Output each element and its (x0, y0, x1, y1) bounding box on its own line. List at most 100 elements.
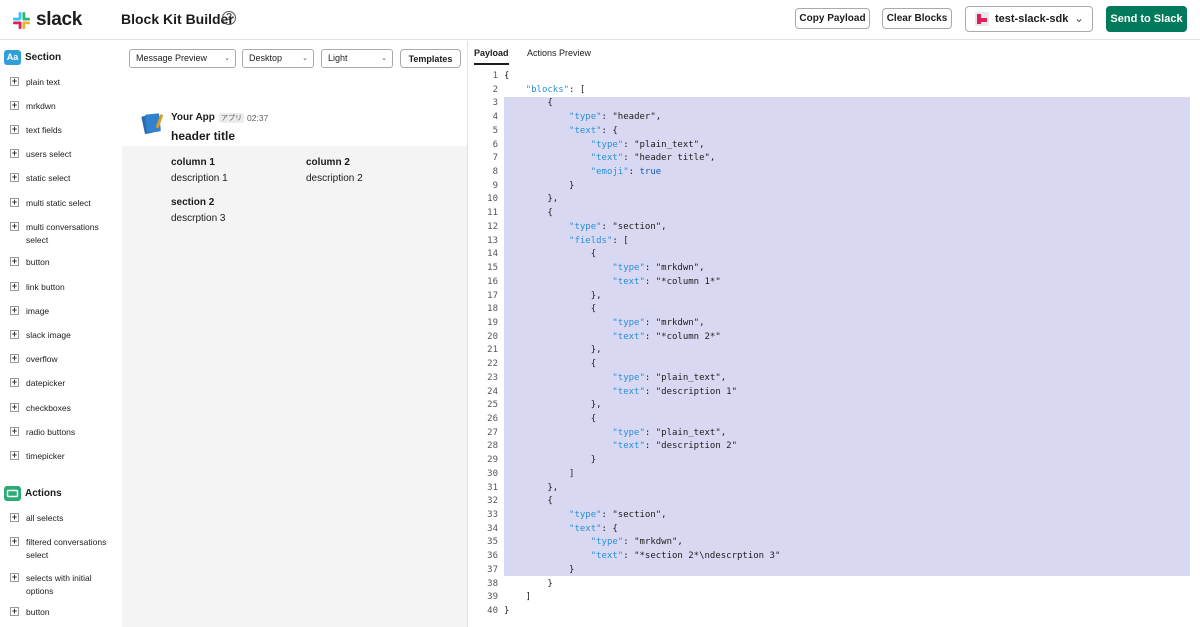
plus-icon[interactable]: + (10, 536, 19, 546)
code-line: "type": "section", (569, 221, 667, 232)
plus-icon[interactable]: + (10, 281, 19, 291)
line-number: 27 (487, 427, 498, 438)
preview-mode-select[interactable]: Message Preview ⌄ (129, 49, 236, 68)
code-line: "text": "*column 2*" (612, 331, 721, 342)
plus-icon[interactable]: + (10, 76, 19, 86)
line-number: 35 (487, 537, 498, 548)
code-line: "emoji": true (590, 167, 662, 178)
code-line: "type": "mrkdwn", (590, 537, 683, 548)
plus-icon[interactable]: + (10, 100, 19, 110)
device-select[interactable]: Desktop ⌄ (242, 49, 314, 68)
sidebar-item-label: multi conversations select (26, 222, 99, 245)
select-value: Desktop (249, 53, 283, 63)
code-line: "blocks": [ (525, 84, 586, 95)
code-line: } (504, 578, 553, 589)
plus-icon[interactable]: + (10, 512, 19, 522)
actions-icon (4, 486, 21, 501)
line-number: 34 (487, 523, 498, 534)
line-number: 22 (487, 359, 498, 370)
chevron-down-icon: ⌄ (224, 55, 230, 62)
plus-icon[interactable]: + (10, 426, 19, 436)
line-number: 17 (487, 290, 498, 301)
line-number: 5 (492, 125, 498, 136)
line-number: 2 (492, 84, 498, 95)
line-number: 33 (487, 510, 498, 521)
code-line: }, (504, 290, 602, 301)
logo-text: slack (36, 9, 83, 30)
templates-button[interactable]: Templates (400, 49, 461, 68)
theme-select[interactable]: Light ⌄ (321, 49, 393, 68)
sidebar-item-label: selects with initial options (26, 573, 92, 596)
code-line: "type": "plain_text", (590, 139, 705, 150)
payload-tabs: Payload Actions Preview (468, 41, 1200, 66)
line-number: 9 (492, 180, 498, 191)
plus-icon[interactable]: + (10, 172, 19, 182)
line-number: 28 (487, 441, 498, 452)
plus-icon[interactable]: + (10, 329, 19, 339)
code-line: "text": "description 1" (612, 386, 738, 397)
plus-icon[interactable]: + (10, 402, 19, 412)
tab-actions-preview[interactable]: Actions Preview (527, 48, 592, 58)
line-number: 29 (487, 455, 498, 466)
code-line: "text": { (569, 125, 618, 136)
code-line: "type": "plain_text", (612, 372, 727, 383)
plus-icon[interactable]: + (10, 450, 19, 460)
line-number: 37 (487, 564, 498, 575)
sidebar-item-label: timepicker (26, 451, 65, 461)
sidebar-item-label: link button (26, 282, 65, 292)
line-number: 24 (487, 386, 498, 397)
line-number: 14 (487, 249, 498, 260)
code-line: "type": "section", (569, 510, 667, 521)
question-circle-icon[interactable]: ? (222, 11, 236, 25)
workspace-select[interactable]: test-slack-sdk ⌄ (965, 6, 1093, 32)
code-line: "type": "mrkdwn", (612, 263, 705, 274)
plus-icon[interactable]: + (10, 256, 19, 266)
text-aa-icon: Aa (4, 50, 21, 65)
send-to-slack-button[interactable]: Send to Slack (1106, 6, 1187, 32)
app-avatar-icon (141, 113, 164, 135)
sidebar-item-label: radio buttons (26, 427, 76, 437)
line-number: 15 (487, 263, 498, 274)
slack-logo-icon (12, 11, 31, 29)
chevron-down-icon: ⌄ (381, 55, 387, 62)
line-number: 21 (487, 345, 498, 356)
line-number: 12 (487, 221, 498, 232)
category-label: Actions (25, 488, 62, 499)
code-line: } (504, 455, 597, 466)
code-line: } (504, 564, 575, 575)
plus-icon[interactable]: + (10, 305, 19, 315)
line-number: 19 (487, 317, 498, 328)
code-line: "text": "*column 1*" (612, 276, 721, 287)
plus-icon[interactable]: + (10, 377, 19, 387)
plus-icon[interactable]: + (10, 124, 19, 134)
message-time: 02:37 (247, 113, 269, 123)
code-line: { (504, 414, 597, 424)
chevron-down-icon: ⌄ (1073, 11, 1084, 25)
sidebar-item-label: multi static select (26, 198, 91, 208)
plus-icon[interactable]: + (10, 197, 19, 207)
section-2-desc: descrption 3 (171, 213, 226, 224)
line-number: 39 (487, 592, 498, 603)
line-number: 16 (487, 276, 498, 287)
tab-payload[interactable]: Payload (474, 48, 509, 65)
code-line: }, (504, 482, 559, 493)
code-line: ] (504, 468, 575, 479)
line-number: 13 (487, 235, 498, 246)
code-line: { (504, 496, 553, 507)
line-number: 31 (487, 482, 498, 493)
plus-icon[interactable]: + (10, 221, 19, 231)
selection-highlight (504, 97, 1190, 576)
plus-icon[interactable]: + (10, 353, 19, 363)
line-number: 25 (487, 400, 498, 411)
sidebar-item-label: static select (26, 173, 71, 183)
line-number: 38 (487, 578, 498, 589)
code-line: "text": "description 2" (612, 441, 738, 452)
slack-logo[interactable]: slack (12, 9, 82, 31)
code-line: } (504, 606, 510, 617)
plus-icon[interactable]: + (10, 606, 19, 616)
line-number: 20 (487, 331, 498, 342)
plus-icon[interactable]: + (10, 572, 19, 582)
clear-blocks-button[interactable]: Clear Blocks (882, 8, 952, 29)
copy-payload-button[interactable]: Copy Payload (795, 8, 870, 29)
plus-icon[interactable]: + (10, 148, 19, 158)
